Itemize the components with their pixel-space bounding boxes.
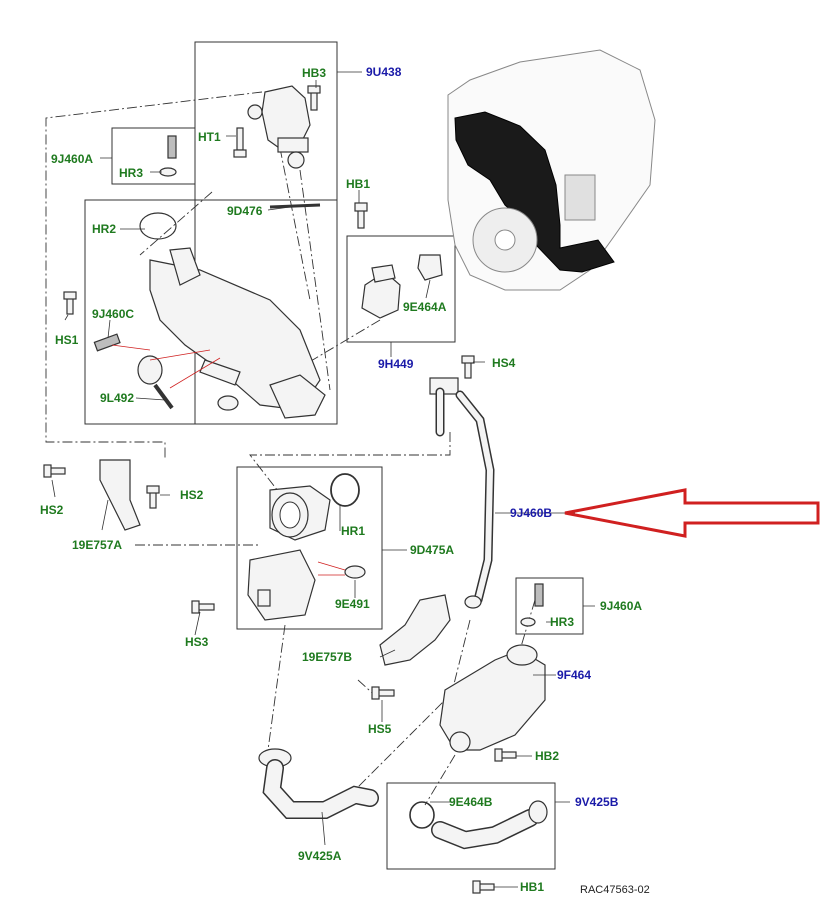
bolt-hs2-right: [146, 485, 160, 509]
assembly-line-down-pipe: [267, 624, 286, 751]
label-hb3: HB3: [302, 66, 326, 80]
label-hs5: HS5: [368, 722, 392, 736]
label-hb2: HB2: [535, 749, 559, 763]
label-hr3-right: HR3: [550, 615, 574, 629]
throttle-9d475a: [247, 485, 331, 621]
label-19e757a: 19E757A: [72, 538, 122, 552]
label-9d476: 9D476: [227, 204, 263, 218]
assembly-line-throttle-up: [249, 432, 451, 501]
bolt-hs2-left: [43, 464, 66, 478]
assembly-line-left-loop: [45, 91, 263, 458]
bolt-hs3: [191, 600, 215, 614]
tube-9j460b: [429, 377, 495, 609]
sensor-9j460c: [93, 333, 121, 352]
label-hr3-top: HR3: [119, 166, 143, 180]
label-19e757b: 19E757B: [302, 650, 352, 664]
frame-9j460a-top: [111, 127, 196, 185]
gasket-hr1: [330, 473, 360, 507]
label-9j460b: 9J460B: [510, 506, 552, 520]
label-9e464b: 9E464B: [449, 795, 493, 809]
label-hr2: HR2: [92, 222, 116, 236]
assembly-line-9e464b: [424, 754, 456, 806]
label-9h449: 9H449: [378, 357, 414, 371]
gasket-9d476: [269, 203, 321, 209]
gasket-9e491: [344, 565, 366, 579]
gasket-9e464b: [409, 801, 435, 829]
label-9d475a: 9D475A: [410, 543, 454, 557]
frame-9v425b: [386, 782, 556, 870]
label-9j460a-right: 9J460A: [600, 599, 642, 613]
bolt-hb1-top: [354, 202, 368, 229]
part-9h449: [361, 254, 443, 319]
bolt-hb1-bottom: [472, 880, 495, 894]
engine-overview: [447, 49, 656, 291]
label-9v425b: 9V425B: [575, 795, 619, 809]
sensor-9j460a-right: [520, 583, 544, 627]
label-hb1-bottom: HB1: [520, 880, 544, 894]
label-hs4: HS4: [492, 356, 516, 370]
red-leaders-9j460c: [111, 344, 221, 389]
label-ht1: HT1: [198, 130, 221, 144]
bracket-19e757b: [379, 594, 451, 666]
pipe-9v425a: [258, 748, 379, 819]
bolt-hs1: [63, 291, 77, 315]
pipe-9v425b: [431, 800, 548, 850]
label-hs1: HS1: [55, 333, 79, 347]
sensor-9j460a-top: [159, 135, 177, 177]
red-leaders-9e491: [317, 561, 346, 576]
label-hr1: HR1: [341, 524, 365, 538]
bolt-hb3: [307, 85, 321, 111]
bolt-ht1: [233, 127, 247, 158]
label-hb1-top: HB1: [346, 177, 370, 191]
label-hs3: HS3: [185, 635, 209, 649]
label-hs2-left: HS2: [40, 503, 64, 517]
label-9e491: 9E491: [335, 597, 370, 611]
bolt-hs5: [371, 686, 395, 700]
assembly-line-cooler-out: [354, 689, 456, 791]
bolt-hb2: [494, 748, 517, 762]
label-9e464a: 9E464A: [403, 300, 447, 314]
bracket-19e757a: [99, 459, 141, 531]
label-9f464: 9F464: [557, 668, 591, 682]
reference-code: RAC47563-02: [580, 884, 650, 896]
leaders: [51, 71, 595, 888]
label-9v425a: 9V425A: [298, 849, 342, 863]
assembly-line-vertical-1: [279, 147, 311, 301]
frame-9d475a: [236, 466, 383, 630]
label-9l492: 9L492: [100, 391, 134, 405]
part-9u438: [247, 85, 311, 169]
label-9j460a-top: 9J460A: [51, 152, 93, 166]
bolt-hs4: [461, 355, 475, 379]
egr-cooler-assembly: [139, 212, 326, 419]
label-9j460c: 9J460C: [92, 307, 134, 321]
egr-cooler-9f464: [439, 644, 546, 753]
highlight-arrow: [564, 488, 820, 538]
label-9u438: 9U438: [366, 65, 402, 79]
label-hs2-right: HS2: [180, 488, 204, 502]
frame-egr-cooler: [84, 199, 338, 425]
actuator-9l492: [137, 355, 174, 410]
frame-9h449: [346, 235, 456, 343]
assembly-line-to-cooler: [139, 191, 213, 256]
